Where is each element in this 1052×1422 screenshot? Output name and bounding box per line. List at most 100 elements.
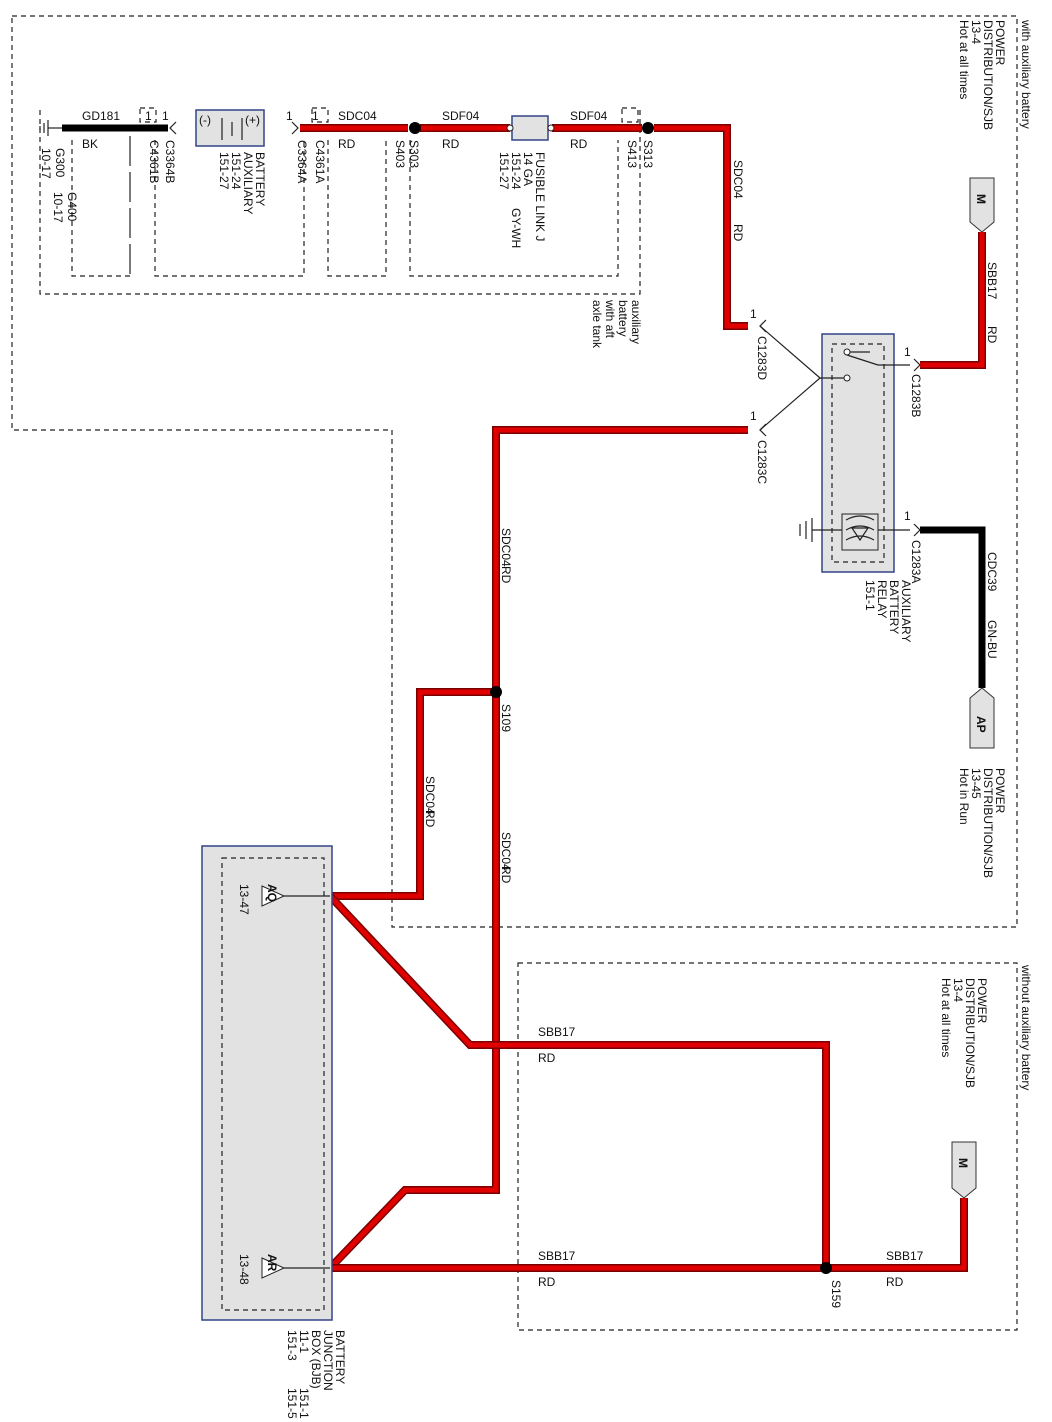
svg-text:151-24: 151-24 xyxy=(509,152,523,190)
svg-text:C1283B: C1283B xyxy=(909,374,923,417)
svg-text:RD: RD xyxy=(886,1275,904,1289)
svg-text:Hot at all times: Hot at all times xyxy=(957,20,971,99)
svg-text:Hot at all times: Hot at all times xyxy=(939,978,953,1057)
bjb-pin-ar-ref: 13-48 xyxy=(237,1254,251,1285)
svg-text:RD: RD xyxy=(538,1051,556,1065)
svg-text:BATTERY: BATTERY xyxy=(887,580,901,634)
splice-s159 xyxy=(820,1262,832,1274)
svg-text:AUXILIARY: AUXILIARY xyxy=(899,580,913,642)
svg-text:RD: RD xyxy=(570,137,588,151)
svg-text:SBB17: SBB17 xyxy=(538,1025,576,1039)
svg-text:151-27: 151-27 xyxy=(217,152,231,190)
svg-text:1: 1 xyxy=(904,345,911,359)
svg-text:M: M xyxy=(956,1158,970,1168)
svg-text:SBB17: SBB17 xyxy=(886,1249,924,1263)
svg-text:1: 1 xyxy=(750,307,757,321)
svg-text:POWER: POWER xyxy=(993,768,1007,814)
svg-text:BATTERY: BATTERY xyxy=(333,1330,347,1384)
svg-text:C4361B: C4361B xyxy=(147,140,161,183)
svg-text:SDC04: SDC04 xyxy=(423,776,437,815)
svg-text:S303: S303 xyxy=(407,140,421,168)
svg-text:BOX (BJB): BOX (BJB) xyxy=(309,1330,323,1389)
svg-text:10-17: 10-17 xyxy=(39,148,53,179)
svg-text:RD: RD xyxy=(423,810,437,828)
svg-text:SDC04: SDC04 xyxy=(499,832,513,871)
svg-text:C1283C: C1283C xyxy=(755,440,769,484)
svg-text:DISTRIBUTION/SJB: DISTRIBUTION/SJB xyxy=(981,20,995,130)
svg-text:GN-BU: GN-BU xyxy=(985,620,999,659)
svg-text:G400: G400 xyxy=(65,192,79,222)
svg-text:1: 1 xyxy=(904,509,911,523)
svg-text:RD: RD xyxy=(442,137,460,151)
bjb-pin-aq: AQ xyxy=(265,884,279,902)
bjb-pin-ar: AR xyxy=(265,1254,279,1272)
svg-text:151-27: 151-27 xyxy=(497,152,511,190)
svg-text:CDC39: CDC39 xyxy=(985,552,999,592)
relay-connector-marks xyxy=(759,319,921,537)
fusible-link-j: FUSIBLE LINK J 14 GA 151-24 151-27 GY-WH xyxy=(497,115,555,248)
svg-text:151-24: 151-24 xyxy=(229,152,243,190)
splice-s303 xyxy=(409,122,421,134)
region-with-aux-label: with auxiliary battery xyxy=(1019,19,1033,129)
svg-text:SDC04: SDC04 xyxy=(338,109,377,123)
svg-text:SDF04: SDF04 xyxy=(442,109,480,123)
region-without-aux-label: without auxiliary battery xyxy=(1019,964,1033,1090)
svg-text:GY-WH: GY-WH xyxy=(509,208,523,248)
wire-labels: GD181 BK SDC04 RD SDF04 RD SDF04 RD SDC0… xyxy=(82,109,999,1289)
svg-text:FUSIBLE LINK J: FUSIBLE LINK J xyxy=(533,152,547,241)
svg-text:G300: G300 xyxy=(53,148,67,178)
svg-text:RD: RD xyxy=(338,137,356,151)
svg-text:BK: BK xyxy=(82,137,98,151)
svg-text:with aft: with aft xyxy=(603,299,617,339)
power-source-bottom-m: M POWER DISTRIBUTION/SJB 13-4 Hot at all… xyxy=(939,978,989,1199)
svg-text:BATTERY: BATTERY xyxy=(253,152,267,206)
svg-text:RD: RD xyxy=(538,1275,556,1289)
svg-text:SDC04: SDC04 xyxy=(499,528,513,567)
svg-text:1: 1 xyxy=(750,409,757,423)
region-aux-tank-label: auxiliary battery with aft axle tank xyxy=(590,299,643,349)
svg-text:11-1: 11-1 xyxy=(297,1330,311,1353)
splice-s109 xyxy=(490,686,502,698)
svg-text:battery: battery xyxy=(616,300,630,337)
svg-text:RELAY: RELAY xyxy=(875,580,889,618)
svg-text:auxiliary: auxiliary xyxy=(629,300,643,344)
red-wires xyxy=(300,124,986,1272)
svg-text:SDC04: SDC04 xyxy=(731,160,745,199)
connector-labels: 1 1 1 1 C3364B C4361B C3364A C4361A 1 C1… xyxy=(145,109,923,583)
svg-text:SBB17: SBB17 xyxy=(985,262,999,300)
svg-text:SBB17: SBB17 xyxy=(538,1249,576,1263)
svg-text:1: 1 xyxy=(145,109,152,123)
splice-s313 xyxy=(642,122,654,134)
svg-text:13-4: 13-4 xyxy=(969,20,983,44)
svg-text:DISTRIBUTION/SJB: DISTRIBUTION/SJB xyxy=(981,768,995,878)
svg-text:C1283A: C1283A xyxy=(909,540,923,583)
svg-text:SDF04: SDF04 xyxy=(570,109,608,123)
svg-text:C3364A: C3364A xyxy=(295,140,309,183)
svg-text:C1283D: C1283D xyxy=(755,336,769,380)
power-source-top-m: M POWER DISTRIBUTION/SJB 13-4 Hot at all… xyxy=(957,20,1007,233)
svg-text:S159: S159 xyxy=(829,1280,843,1308)
svg-text:C4361A: C4361A xyxy=(313,140,327,183)
svg-text:1: 1 xyxy=(286,109,293,123)
battery-neg-label: (-) xyxy=(199,113,211,127)
svg-text:14 GA: 14 GA xyxy=(521,152,535,186)
svg-text:axle tank: axle tank xyxy=(590,300,604,349)
svg-text:151-1: 151-1 xyxy=(297,1388,311,1419)
bjb-pin-aq-ref: 13-47 xyxy=(237,884,251,915)
aux-battery: (-) (+) BATTERY AUXILIARY 151-24 151-27 xyxy=(195,109,267,214)
svg-text:RD: RD xyxy=(499,866,513,884)
svg-text:RD: RD xyxy=(499,566,513,584)
svg-text:POWER: POWER xyxy=(993,20,1007,66)
svg-text:C3364B: C3364B xyxy=(163,140,177,183)
region-with-aux-border xyxy=(11,15,1018,928)
power-source-ap: AP POWER DISTRIBUTION/SJB 13-45 Hot in R… xyxy=(957,687,1007,878)
svg-text:S403: S403 xyxy=(393,140,407,168)
battery-pos-label: (+) xyxy=(245,113,260,127)
svg-text:10-17: 10-17 xyxy=(51,192,65,223)
svg-text:1: 1 xyxy=(312,109,319,123)
svg-text:S109: S109 xyxy=(499,704,513,732)
svg-text:AUXILIARY: AUXILIARY xyxy=(241,152,255,214)
svg-text:M: M xyxy=(974,194,988,204)
svg-text:13-4: 13-4 xyxy=(951,978,965,1002)
